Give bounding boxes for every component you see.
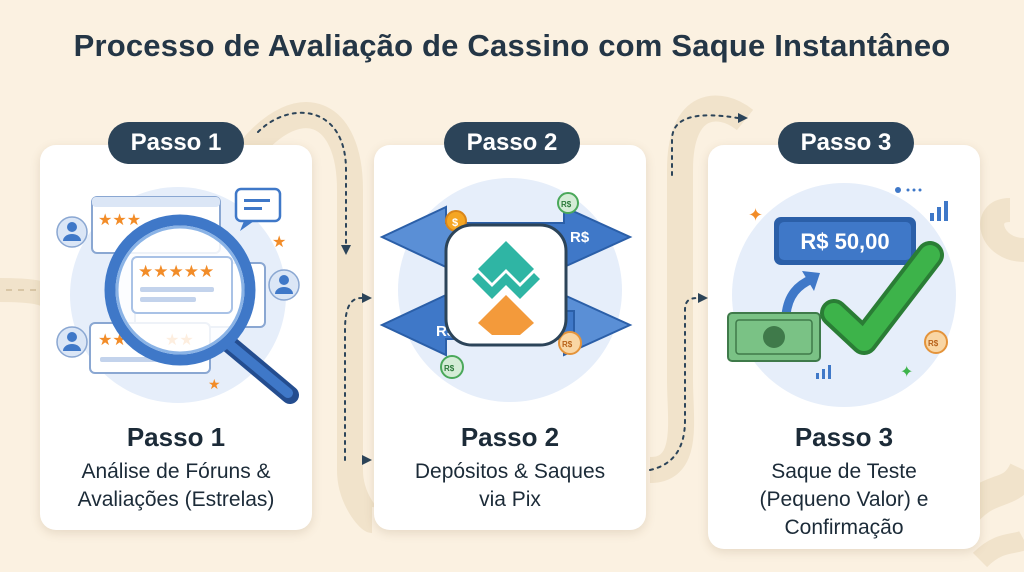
- sparkle-icon: ✦: [900, 362, 913, 381]
- svg-text:★★★: ★★★: [98, 210, 141, 229]
- chat-bubble-icon: [234, 187, 282, 231]
- step-3-illustration: ✦ ✦ R$ 50,00 R$: [727, 183, 956, 407]
- step-1-illustration: ★★★ ★★★ ★★ ★★★★★ ★ ★: [56, 187, 300, 404]
- step-3-title: Passo 3: [794, 422, 894, 452]
- page-title: Processo de Avaliação de Cassino com Saq…: [73, 28, 951, 63]
- currency-label: R$: [570, 229, 590, 246]
- sparkle-icon: ✦: [748, 205, 763, 226]
- bar-chart-icon: [816, 187, 948, 379]
- svg-text:R$: R$: [561, 200, 572, 209]
- illustration-backdrop: [732, 183, 956, 407]
- step-card-3: ✦ ✦ R$ 50,00 R$ Passo 3 Sa: [708, 145, 980, 549]
- step-1-badge: Passo 1: [108, 122, 244, 164]
- step-2-illustration: R$ R$ $ R$ R$ R$: [379, 178, 633, 402]
- svg-text:★★★★★: ★★★★★: [138, 262, 214, 282]
- coin-icon: R$: [924, 330, 948, 354]
- banknote-icon: [727, 312, 821, 362]
- pix-logo-icon: [444, 223, 568, 347]
- magnifying-glass-icon: ★★★★★: [104, 214, 299, 404]
- step-3-badge: Passo 3: [778, 122, 914, 164]
- step-2-description: Depósitos & Saques via Pix: [414, 460, 606, 511]
- coin-icon: $ R$ R$ R$: [440, 192, 582, 379]
- svg-text:R$: R$: [444, 364, 455, 373]
- step-card-2: R$ R$ $ R$ R$ R$ Passo 2 Depósitos & Saq…: [374, 145, 646, 530]
- step-1-description: Análise de Fóruns & Avaliações (Estrelas…: [77, 460, 275, 511]
- step-2-badge: Passo 2: [444, 122, 580, 164]
- svg-text:R$ 50,00: R$ 50,00: [800, 229, 889, 254]
- checkmark-icon: [820, 241, 944, 355]
- user-avatar-icon: [56, 216, 300, 358]
- svg-text:R$: R$: [928, 339, 939, 348]
- svg-text:$: $: [452, 217, 458, 229]
- amount-display: R$ 50,00: [774, 217, 916, 265]
- svg-text:R$: R$: [562, 340, 573, 349]
- growth-arrow-icon: [781, 271, 820, 320]
- step-3-description: Saque de Teste (Pequeno Valor) e Confirm…: [759, 460, 929, 539]
- step-2-title: Passo 2: [460, 422, 560, 452]
- sparkle-star-icon: ★: [272, 232, 286, 251]
- step-card-1: ★★★ ★★★ ★★ ★★★★★ ★ ★: [40, 145, 312, 530]
- step-1-title: Passo 1: [126, 422, 226, 452]
- sparkle-star-icon: ★: [208, 377, 221, 393]
